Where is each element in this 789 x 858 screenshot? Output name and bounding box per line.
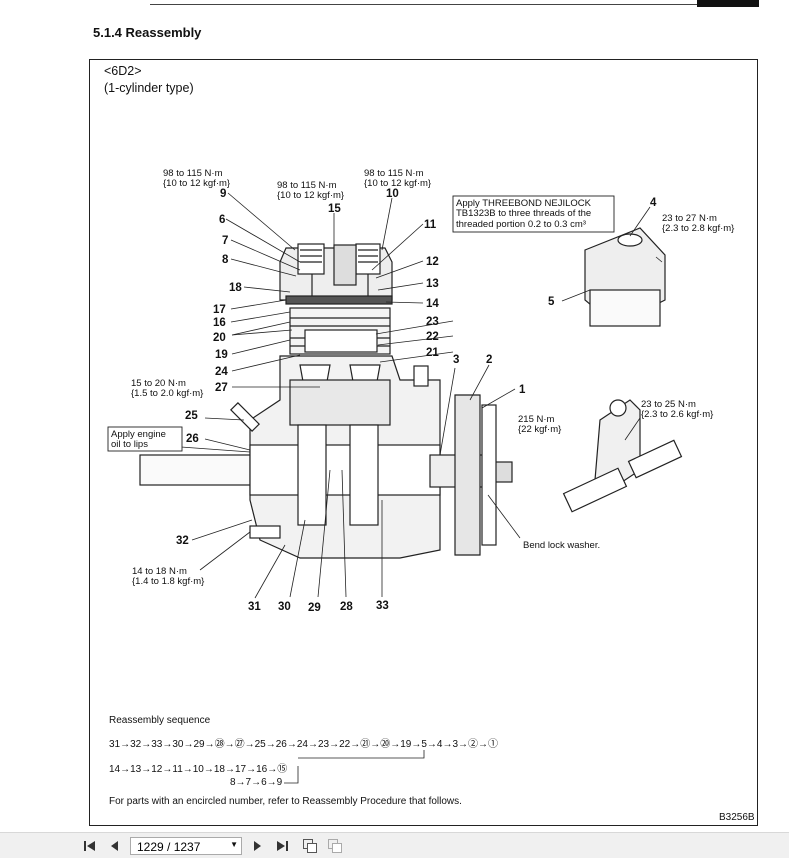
part-number-22: 22 (426, 331, 439, 343)
sequence-line-3: 8→7→6→9 (230, 777, 283, 788)
chevron-down-icon[interactable]: ▼ (230, 840, 238, 849)
last-page-button[interactable] (272, 837, 292, 855)
part-number-19: 19 (215, 349, 228, 361)
first-page-button[interactable] (80, 837, 100, 855)
next-page-icon (254, 841, 261, 851)
first-page-icon (84, 841, 95, 851)
part-number-5: 5 (548, 296, 555, 308)
previous-page-icon (111, 841, 118, 851)
part-number-8: 8 (222, 254, 229, 266)
export-page-icon (328, 839, 342, 853)
part-number-20: 20 (213, 332, 226, 344)
sequence-line-1: 31→32→33→30→29→㉘→㉗→25→26→24→23→22→㉑→⑳→19… (109, 739, 499, 750)
engine-model-label: <6D2> (104, 64, 142, 78)
copy-page-button[interactable] (300, 837, 320, 855)
torque-1-nm: 215 N·m (518, 414, 555, 425)
chapter-tab (697, 0, 759, 7)
next-page-button[interactable] (248, 837, 268, 855)
part-number-18: 18 (229, 282, 242, 294)
part-number-28: 28 (340, 601, 353, 613)
sequence-line-2: 14→13→12→11→10→18→17→16→⑮ (109, 764, 288, 775)
cylinder-type-label: (1-cylinder type) (104, 81, 194, 95)
part-number-27: 27 (215, 382, 228, 394)
torque-27-nm: 15 to 20 N·m (131, 378, 186, 389)
part-number-10: 10 (386, 188, 399, 200)
threebond-note-line1: Apply THREEBOND NEJILOCK (456, 198, 592, 209)
part-number-9: 9 (220, 188, 226, 200)
torque-31-nm: 14 to 18 N·m (132, 566, 187, 577)
viewer-toolbar: ▼ (0, 832, 789, 858)
threebond-note-line3: threaded portion 0.2 to 0.3 cm³ (456, 219, 586, 230)
torque-9-kgf: {10 to 12 kgf·m} (163, 178, 230, 189)
torque-10-kgf: {10 to 12 kgf·m} (364, 178, 431, 189)
torque-15-kgf: {10 to 12 kgf·m} (277, 190, 344, 201)
part-number-25: 25 (185, 410, 198, 422)
export-page-button[interactable] (325, 837, 345, 855)
part-number-11: 11 (424, 219, 437, 231)
sequence-title: Reassembly sequence (109, 715, 211, 726)
section-title: 5.1.4 Reassembly (93, 25, 202, 40)
previous-page-button[interactable] (104, 837, 124, 855)
page-number-input[interactable] (135, 839, 225, 855)
part-number-26: 26 (186, 433, 199, 445)
copy-page-icon (303, 839, 317, 853)
last-page-icon (277, 841, 288, 851)
engine-exploded-diagram: 98 to 115 N·m {10 to 12 kgf·m} 98 to 115… (107, 168, 734, 784)
torque-rod-kgf: {2.3 to 2.6 kgf·m} (641, 409, 713, 420)
torque-27-kgf: {1.5 to 2.0 kgf·m} (131, 388, 203, 399)
threebond-note-line2: TB1323B to three threads of the (456, 208, 591, 219)
part-number-21: 21 (426, 347, 439, 359)
part-number-15: 15 (328, 203, 341, 215)
part-number-33: 33 (376, 600, 389, 612)
part-number-17: 17 (213, 304, 226, 316)
engine-oil-note-line2: oil to lips (111, 439, 148, 450)
torque-4-nm: 23 to 27 N·m (662, 213, 717, 224)
figure-code: B3256B (719, 812, 755, 823)
torque-15-nm: 98 to 115 N·m (277, 180, 337, 191)
part-number-1: 1 (519, 384, 526, 396)
part-number-12: 12 (426, 256, 439, 268)
part-number-24: 24 (215, 366, 228, 378)
engine-oil-note-line1: Apply engine (111, 429, 166, 440)
torque-9-nm: 98 to 115 N·m (163, 168, 223, 179)
part-number-30: 30 (278, 601, 291, 613)
part-number-3: 3 (453, 354, 459, 366)
figure-frame (89, 59, 758, 826)
torque-4-kgf: {2.3 to 2.8 kgf·m} (662, 223, 734, 234)
sequence-note: For parts with an encircled number, refe… (109, 796, 462, 807)
torque-10-nm: 98 to 115 N·m (364, 168, 424, 179)
torque-1-kgf: {22 kgf·m} (518, 424, 561, 435)
torque-rod-nm: 23 to 25 N·m (641, 399, 696, 410)
part-number-23: 23 (426, 316, 439, 328)
part-number-16: 16 (213, 317, 226, 329)
page-number-field[interactable]: ▼ (130, 837, 242, 855)
part-number-2: 2 (486, 354, 492, 366)
part-number-6: 6 (219, 214, 225, 226)
part-number-7: 7 (222, 235, 228, 247)
part-number-31: 31 (248, 601, 261, 613)
page-header-strip (0, 0, 789, 8)
part-number-14: 14 (426, 298, 439, 310)
part-number-32: 32 (176, 535, 189, 547)
part-number-4: 4 (650, 197, 657, 209)
part-number-29: 29 (308, 602, 321, 614)
torque-31-kgf: {1.4 to 1.8 kgf·m} (132, 576, 204, 587)
part-number-13: 13 (426, 278, 439, 290)
bend-lock-washer-note: Bend lock washer. (523, 540, 600, 551)
